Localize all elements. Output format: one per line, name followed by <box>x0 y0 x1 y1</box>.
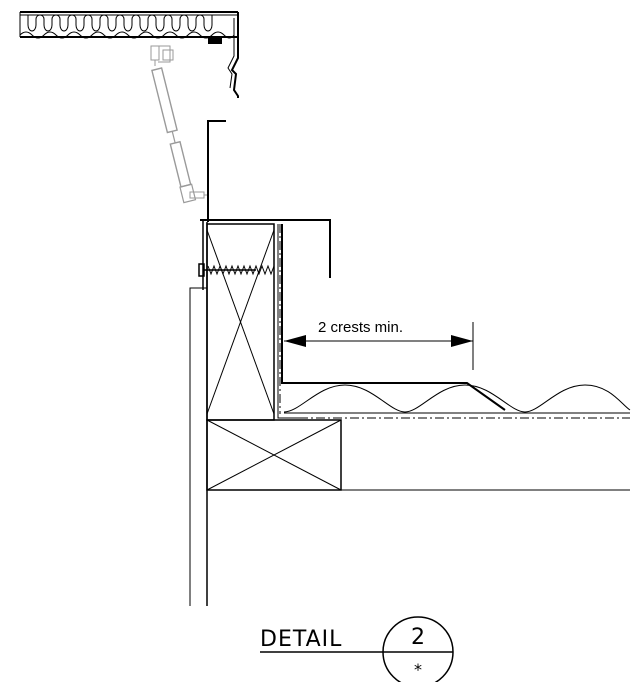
detail-tag: DETAIL 2 * <box>260 616 454 682</box>
crest-dimension: 2 crests min. <box>284 319 474 370</box>
gas-strut <box>150 45 207 204</box>
dimension-arrow-left <box>284 335 306 347</box>
dimension-arrow-right <box>451 335 473 347</box>
screw-fastener <box>198 263 275 277</box>
detail-title: DETAIL <box>260 627 342 652</box>
insulation-wave-bottom <box>19 31 235 39</box>
corrugated-roof-sheet <box>283 384 631 414</box>
insulated-lid-panel <box>19 11 239 98</box>
lower-wood-blocking <box>206 419 630 491</box>
wall-sheathing <box>189 222 208 606</box>
dimension-label: 2 crests min. <box>318 319 403 336</box>
detail-sheet-reference: * <box>414 660 422 679</box>
detail-number: 2 <box>411 625 425 650</box>
lid-edge-flashing <box>230 12 239 98</box>
base-flashing <box>277 224 630 419</box>
batt-insulation-pattern <box>27 14 213 32</box>
curb-side-flashing <box>200 120 331 290</box>
lid-seal-block <box>208 38 222 44</box>
wood-curb-nailer <box>206 223 275 421</box>
